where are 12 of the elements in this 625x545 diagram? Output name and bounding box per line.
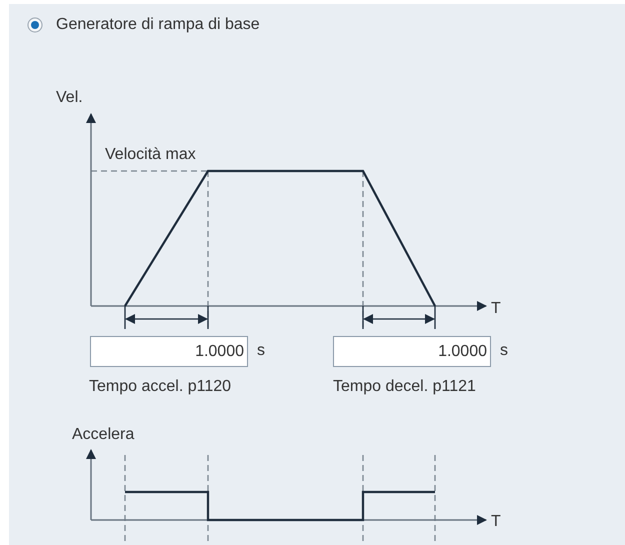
axis-label: Accelera — [72, 425, 134, 445]
unit-label: s — [257, 341, 265, 361]
input-field: 1.0000 — [333, 336, 491, 367]
input-field: 1.0000 — [90, 336, 248, 367]
field-label: Tempo decel. p1121 — [333, 377, 476, 397]
axis-label: Vel. — [56, 88, 83, 108]
max-speed-label: Velocità max — [105, 145, 196, 165]
field-label: Tempo accel. p1120 — [89, 377, 232, 397]
unit-label: s — [500, 341, 508, 361]
radio-label: Generatore di rampa di base — [56, 15, 260, 35]
axis-label: T — [491, 512, 501, 532]
axis-label: T — [491, 299, 501, 319]
